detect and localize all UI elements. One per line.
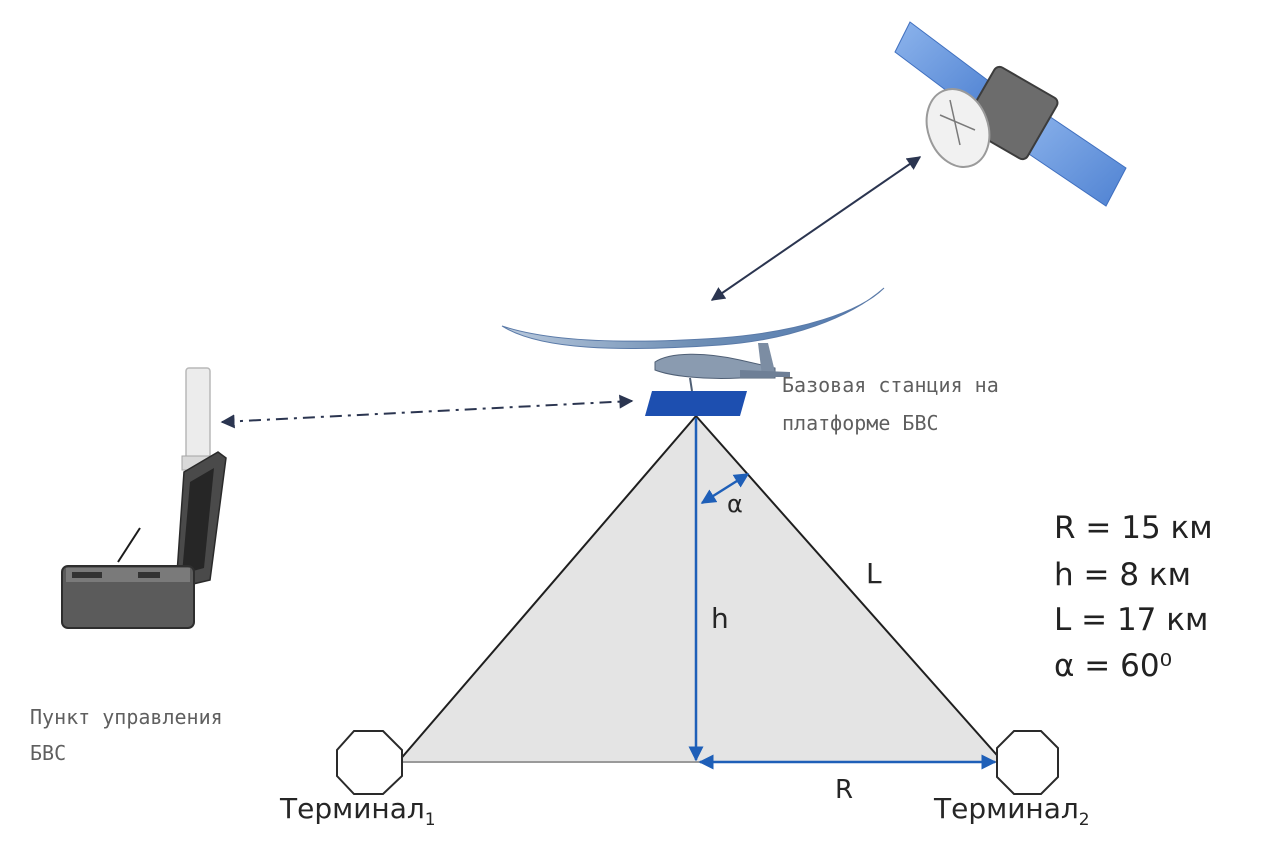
base-station-block — [645, 391, 747, 416]
parameters-list: R = 15 км h = 8 км L = 17 км α = 60⁰ — [1054, 510, 1213, 684]
param-alpha: α = 60⁰ — [1054, 648, 1172, 684]
uav-icon — [501, 287, 885, 392]
satellite-icon — [894, 21, 1127, 207]
R-label: R — [835, 775, 853, 805]
param-L: L = 17 км — [1054, 602, 1208, 638]
control-link-arrow — [220, 394, 634, 429]
terminal-2: Терминал2 — [933, 730, 1090, 830]
terminal-1: Терминал1 — [279, 730, 436, 830]
alpha-arc-arrow — [700, 472, 750, 505]
terminal-2-label: Терминал2 — [933, 792, 1090, 830]
ground-control-station-icon — [61, 367, 227, 629]
coverage-triangle — [395, 414, 1006, 763]
satellite-link-arrow — [710, 156, 922, 301]
alpha-label: α — [727, 490, 743, 518]
terminal-1-octagon-icon — [336, 730, 403, 795]
L-label: L — [866, 557, 882, 590]
param-R: R = 15 км — [1054, 510, 1213, 546]
h-label: h — [711, 602, 729, 635]
base-station-label: Базовая станция на платформе БВС — [782, 373, 1011, 435]
terminal-2-octagon-icon — [996, 730, 1059, 795]
param-h: h = 8 км — [1054, 557, 1191, 593]
control-point-label: Пункт управления БВС — [30, 705, 235, 765]
terminal-1-label: Терминал1 — [279, 792, 436, 830]
